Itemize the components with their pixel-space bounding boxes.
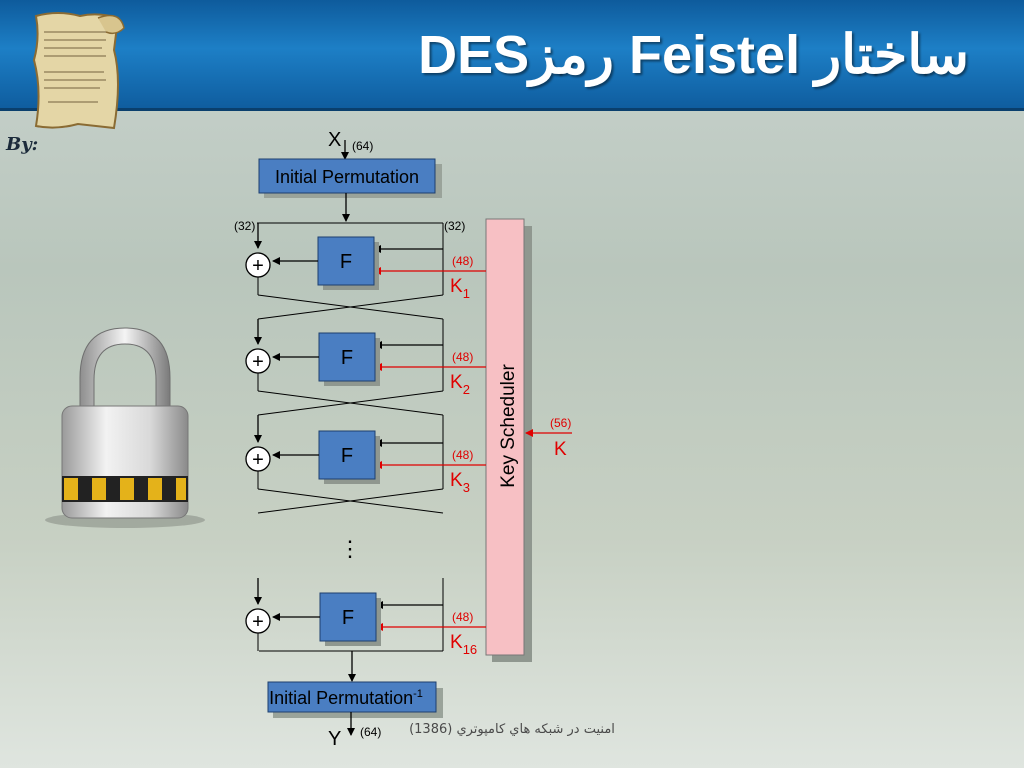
padlock-icon (45, 327, 205, 528)
round-1-subkey-index: 1 (463, 286, 470, 301)
title-word-feistel: Feistel (629, 25, 801, 85)
left-half-bits: (32) (234, 219, 255, 233)
title-bar: ساختار Feistel رمزDES (0, 0, 1024, 130)
right-half-bits: (32) (444, 219, 465, 233)
svg-text:Initial Permutation-1: Initial Permutation-1 (269, 688, 423, 708)
output-bits: (64) (360, 725, 381, 739)
title-word-cipher: رمز (529, 25, 614, 85)
scroll-logo (32, 12, 125, 130)
round-3-f-label: F (341, 445, 353, 467)
initial-permutation-box (258, 158, 436, 194)
round-2-cross-b (257, 390, 444, 416)
round-4-subkey-index: 16 (463, 642, 477, 657)
round-2-xor-symbol: + (252, 351, 264, 373)
round-1-cross-b (257, 294, 444, 320)
key-label: K (554, 439, 567, 460)
final-permutation-label: Initial Permutation (269, 688, 413, 708)
final-permutation-box (267, 681, 437, 713)
initial-permutation-label: Initial Permutation (275, 167, 419, 187)
round-4-subkey-label: K16 (450, 632, 477, 657)
round-3-cross-b (257, 488, 444, 514)
input-label: X (328, 129, 341, 151)
round-1-xor-symbol: + (252, 255, 264, 277)
final-permutation-sup: -1 (413, 688, 423, 700)
round-3-subkey-base: K (450, 470, 463, 491)
key-scheduler-box (485, 218, 525, 656)
byline: By: (6, 134, 39, 155)
round-3-subkey-index: 3 (463, 480, 470, 495)
footer-year: (1386) (409, 722, 453, 737)
round-2-subkey-index: 2 (463, 382, 470, 397)
round-3-subkey-label: K3 (450, 470, 470, 495)
round-2-f-label: F (341, 347, 353, 369)
rounds-ellipsis: ⋮ (339, 536, 361, 561)
input-bits: (64) (352, 139, 373, 153)
round-3-xor-symbol: + (252, 449, 264, 471)
round-4-f-label: F (342, 607, 354, 629)
round-2-subkey-base: K (450, 372, 463, 393)
round-4-f-box (319, 592, 377, 642)
footer: امنيت در شبکه هاي کامپوتري (1386) (0, 722, 1024, 737)
key-bits: (56) (550, 416, 571, 430)
round-1-f-label: F (340, 251, 352, 273)
footer-text: امنيت در شبکه هاي کامپوتري (456, 722, 615, 737)
round-4-subkey-base: K (450, 632, 463, 653)
round-2-subkey-label: K2 (450, 372, 470, 397)
round-2-subkey-bits: (48) (452, 350, 473, 364)
slide-title: ساختار Feistel رمزDES (418, 20, 969, 90)
round-1-subkey-bits: (48) (452, 254, 473, 268)
output-label: Y (328, 728, 341, 750)
round-1-subkey-label: K1 (450, 276, 470, 301)
round-2-f-box (318, 332, 376, 382)
round-3-subkey-bits: (48) (452, 448, 473, 462)
round-4-xor-symbol: + (252, 611, 264, 633)
title-word-des: DES (418, 25, 530, 85)
title-word-structure: ساختار (815, 25, 969, 85)
key-scheduler-label: Key Scheduler (498, 364, 519, 488)
round-4-subkey-bits: (48) (452, 610, 473, 624)
round-1-f-box (317, 236, 375, 286)
round-1-subkey-base: K (450, 276, 463, 297)
